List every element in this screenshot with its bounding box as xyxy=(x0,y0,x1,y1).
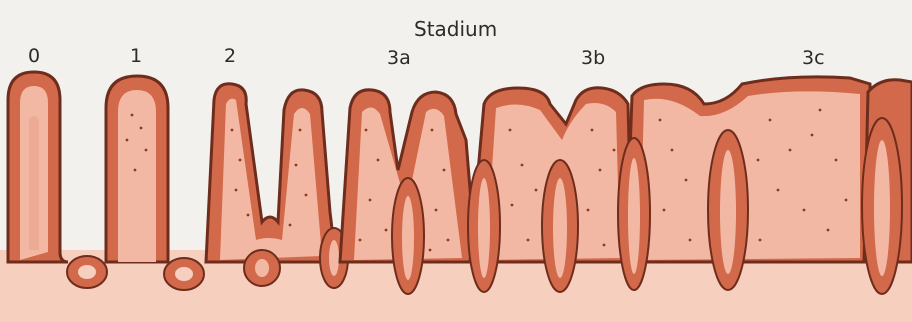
villus-stage-1 xyxy=(106,76,168,262)
diagram-title: Stadium xyxy=(414,19,497,39)
stage-label-1: 1 xyxy=(130,47,142,66)
stage-label-3b: 3b xyxy=(581,49,605,68)
stage-label-3c: 3c xyxy=(802,49,825,68)
crypt-1-2 xyxy=(164,258,204,290)
stage-label-2: 2 xyxy=(224,47,236,66)
crypt-0-1 xyxy=(67,256,107,288)
stage-label-3a: 3a xyxy=(387,49,411,68)
villus-stage-3a xyxy=(340,90,476,294)
villus-stage-3b xyxy=(468,88,632,292)
mucosa-stage-3c xyxy=(618,77,872,290)
stage-label-0: 0 xyxy=(28,47,40,66)
villus-stage-0 xyxy=(8,72,68,262)
villus-stage-2 xyxy=(206,84,348,288)
villus-edge-right xyxy=(862,80,912,294)
